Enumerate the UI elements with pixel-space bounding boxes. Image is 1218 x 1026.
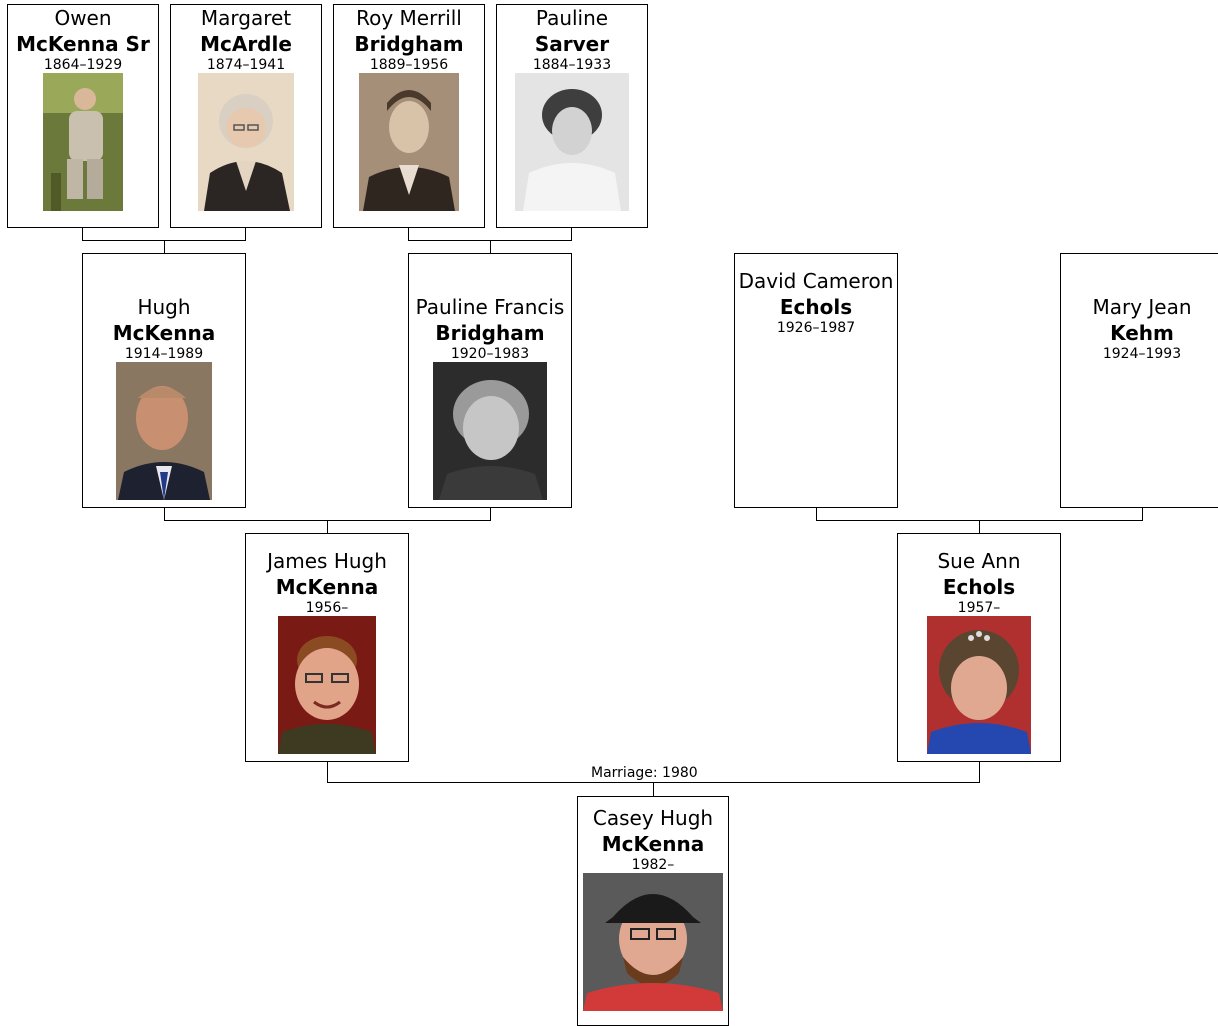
portrait-photo — [278, 616, 376, 754]
life-years: 1889–1956 — [369, 57, 449, 73]
given-name: Pauline — [535, 6, 609, 30]
given-name: Roy Merrill — [356, 6, 462, 30]
life-years: 1924–1993 — [1102, 346, 1182, 362]
surname: Echols — [779, 295, 853, 319]
person-card-david-cameron-echols[interactable]: David Cameron Echols 1926–1987 — [734, 253, 898, 508]
portrait-photo — [359, 73, 459, 211]
given-name: James Hugh — [267, 549, 387, 573]
person-card-mary-jean-kehm[interactable]: Mary Jean Kehm 1924–1993 — [1060, 253, 1218, 508]
portrait-photo — [515, 73, 629, 211]
life-years: 1982– — [631, 857, 675, 873]
surname: Sarver — [534, 32, 610, 56]
portrait-photo — [198, 73, 294, 211]
given-name: Margaret — [200, 6, 292, 30]
portrait-photo — [433, 362, 547, 500]
given-name: Mary Jean — [1092, 295, 1192, 319]
marriage-label: Marriage: 1980 — [589, 765, 700, 781]
given-name: Casey Hugh — [592, 806, 714, 830]
given-name: Hugh — [137, 295, 191, 319]
given-name: David Cameron — [738, 269, 894, 293]
life-years: 1874–1941 — [206, 57, 286, 73]
person-card-sue-ann-echols[interactable]: Sue Ann Echols 1957– — [897, 533, 1061, 762]
life-years: 1956– — [305, 600, 349, 616]
surname: Echols — [942, 575, 1016, 599]
surname: McArdle — [200, 32, 292, 56]
portrait-photo — [583, 873, 723, 1011]
person-card-pauline-sarver[interactable]: Pauline Sarver 1884–1933 — [496, 4, 648, 228]
surname: Kehm — [1110, 321, 1174, 345]
given-name: Owen — [54, 6, 112, 30]
person-card-owen-mckenna-sr[interactable]: Owen McKenna Sr 1864–1929 — [7, 4, 159, 228]
surname: McKenna Sr — [16, 32, 150, 56]
portrait-photo — [43, 73, 123, 211]
portrait-photo — [927, 616, 1031, 754]
surname: McKenna — [112, 321, 216, 345]
life-years: 1884–1933 — [532, 57, 612, 73]
surname: McKenna — [601, 832, 705, 856]
surname: Bridgham — [435, 321, 545, 345]
life-years: 1914–1989 — [124, 346, 204, 362]
life-years: 1864–1929 — [43, 57, 123, 73]
surname: McKenna — [275, 575, 379, 599]
given-name: Sue Ann — [937, 549, 1021, 573]
person-card-hugh-mckenna[interactable]: Hugh McKenna 1914–1989 — [82, 253, 246, 508]
person-card-james-hugh-mckenna[interactable]: James Hugh McKenna 1956– — [245, 533, 409, 762]
person-card-roy-merrill-bridgham[interactable]: Roy Merrill Bridgham 1889–1956 — [333, 4, 485, 228]
life-years: 1920–1983 — [450, 346, 530, 362]
portrait-photo — [116, 362, 212, 500]
person-card-pauline-francis-bridgham[interactable]: Pauline Francis Bridgham 1920–1983 — [408, 253, 572, 508]
given-name: Pauline Francis — [415, 295, 565, 319]
life-years: 1957– — [957, 600, 1001, 616]
life-years: 1926–1987 — [776, 320, 856, 336]
person-card-casey-hugh-mckenna[interactable]: Casey Hugh McKenna 1982– — [577, 796, 729, 1026]
surname: Bridgham — [354, 32, 464, 56]
person-card-margaret-mcardle[interactable]: Margaret McArdle 1874–1941 — [170, 4, 322, 228]
